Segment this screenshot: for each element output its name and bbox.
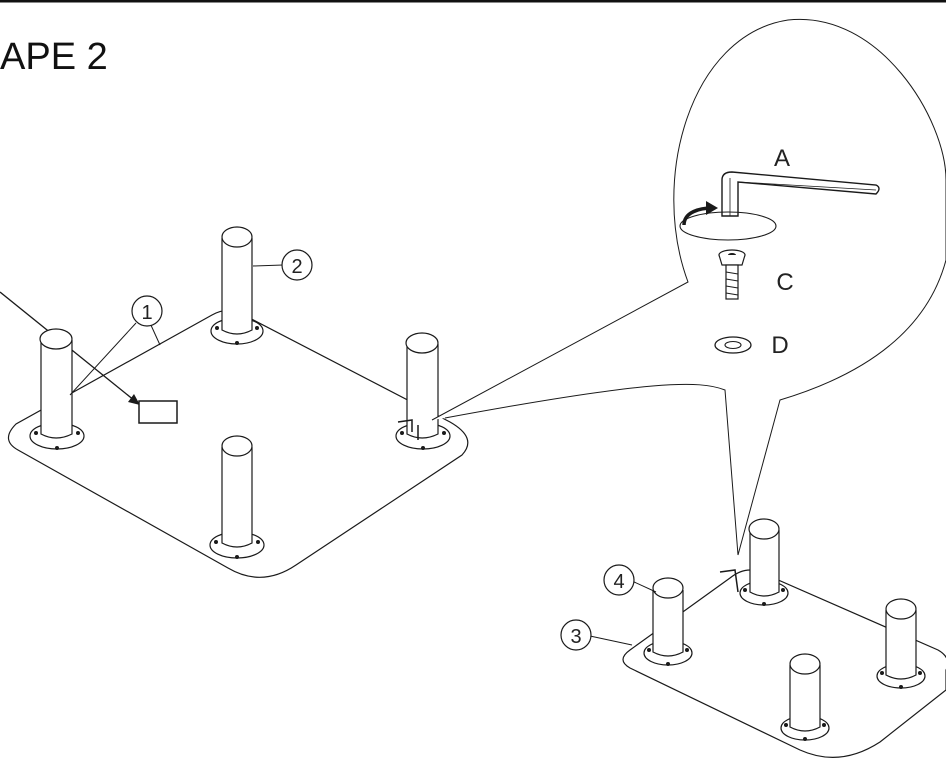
part-label-a: A [774,145,790,172]
callout-leader-4 [631,580,657,593]
callout-label-1: 1 [141,302,152,324]
leg-left [29,328,85,450]
part-label-d: D [771,332,788,359]
part-label-c: C [776,269,793,296]
callout-leader-2 [252,264,284,267]
leg-front [209,435,265,559]
leg-top [210,226,264,345]
callout-label-3: 3 [570,626,581,648]
callout-circle-1 [131,295,163,327]
callout-circle-2 [281,249,313,281]
detail-bubble [431,18,946,556]
base-plate-1 [7,309,469,578]
hex-key-small [397,419,419,440]
base-plate-3 [622,569,946,758]
arrow-head [128,394,140,405]
rotation-arc [679,211,777,241]
small-leg-left [643,577,693,666]
callout-circle-4 [603,564,635,596]
label-box [138,400,178,424]
leg-right [395,332,451,450]
small-leg-back [719,518,789,606]
hex-key-a [721,171,880,217]
step-title: APE 2 [0,36,108,78]
callout-leader-3 [589,635,633,646]
callout-label-2: 2 [291,256,302,278]
small-leg-front [780,653,830,741]
callout-label-4: 4 [613,571,624,593]
callout-leader-1 [69,322,137,396]
bolt-c [718,249,746,300]
callout-circle-3 [560,619,592,651]
small-leg-right [876,598,926,689]
spring-washer-d [714,336,752,354]
